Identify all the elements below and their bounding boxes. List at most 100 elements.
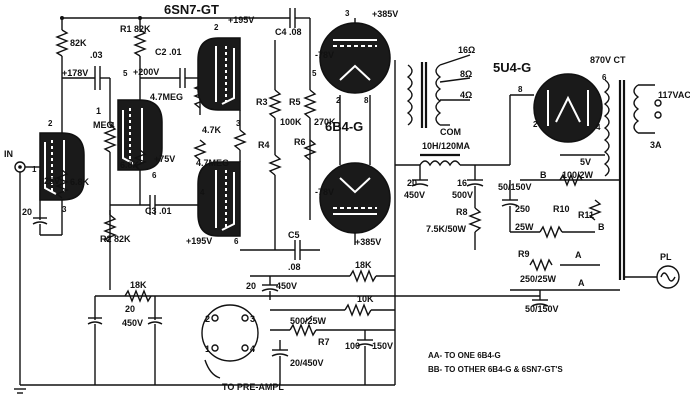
decoupling-left (87, 289, 395, 385)
label-c3: C3 .01 (145, 206, 172, 216)
label-18k-a: 18K (355, 260, 372, 270)
label-3a: 3A (650, 140, 662, 150)
output-transformer (394, 54, 471, 385)
label-117vac: 117VAC (658, 90, 690, 100)
cap-c4 (230, 8, 310, 28)
pin-8d: 8 (518, 85, 523, 94)
label-10k: 10K (357, 294, 374, 304)
pin-4: 4 (110, 121, 115, 130)
label-20-mid: 20 (246, 281, 256, 291)
pin-5c: 5 (312, 69, 317, 78)
label-choke: 10H/120MA (422, 141, 471, 151)
label-6-8k-a: 6.8K (70, 177, 90, 187)
label-6-8k-b: 6.8K (120, 160, 140, 170)
label-18k-b: 18K (130, 280, 147, 290)
choke-10h (395, 153, 510, 167)
label-com: COM (440, 127, 461, 137)
label-20-450v-b: 20/450V (290, 358, 324, 368)
label-minus78-bot: -78V (315, 187, 334, 197)
label-plus385-top: +385V (372, 9, 398, 19)
label-450v-mid: 450V (276, 281, 297, 291)
tube-6b4-upper (319, 18, 391, 94)
label-8ohm: 8Ω (460, 69, 472, 79)
label-c5-val: .08 (288, 262, 301, 272)
pin-2d: 2 (533, 120, 538, 129)
pin-5: 5 (123, 69, 128, 78)
ground-bus (14, 355, 395, 394)
pin-2c: 2 (336, 96, 341, 105)
label-20-left: 20 (125, 304, 135, 314)
label-500v: 500V (452, 190, 473, 200)
socket-pin-4: 4 (250, 344, 255, 354)
label-250: 250 (515, 204, 530, 214)
label-meg: MEG (93, 120, 114, 130)
cathode-network-v1b (133, 149, 147, 205)
label-plus195-bot: +195V (186, 236, 212, 246)
tube-v1b (117, 99, 163, 171)
label-r9: R9 (518, 249, 530, 259)
power-transformer (603, 79, 662, 280)
resistor-r6 (303, 139, 317, 220)
input-jack (14, 161, 40, 355)
pin-3c: 3 (345, 9, 350, 18)
label-r2: R2 82K (100, 234, 131, 244)
label-r3: R3 (256, 97, 268, 107)
cap-100-150v (356, 330, 374, 385)
cathode-network-v1 (32, 169, 69, 236)
resistor-r3 (268, 40, 282, 150)
label-450v-left: 450V (122, 318, 143, 328)
label-plus200: +200V (133, 67, 159, 77)
tube-6b4-lower (319, 162, 391, 245)
tube-5u4 (533, 73, 603, 143)
resistor-18k-fb (250, 269, 395, 283)
label-r4: R4 (258, 140, 270, 150)
label-a-bot: A (578, 278, 585, 288)
label-c4: C4 .08 (275, 27, 302, 37)
label-500-25w: 500/25W (290, 316, 327, 326)
pin-4b: 4 (200, 188, 205, 197)
tube-label-6sn7: 6SN7-GT (164, 2, 219, 17)
preamp-socket (201, 304, 259, 379)
resistor-r8 (468, 200, 482, 250)
label-to-preampl: TO PRE-AMPL (222, 382, 284, 392)
pin-3b: 3 (236, 119, 241, 128)
label-a-top: A (575, 250, 582, 260)
resistor-1meg (103, 78, 117, 290)
socket-pin-1: 1 (205, 344, 210, 354)
label-r8: R8 (456, 207, 468, 217)
label-plus178: +178V (62, 68, 88, 78)
pin-2: 2 (48, 119, 53, 128)
pin-6b: 6 (234, 237, 239, 246)
label-20: 20 (22, 207, 32, 217)
label-870vct: 870V CT (590, 55, 626, 65)
label-20b: 20 (407, 178, 417, 188)
label-c5: C5 (288, 230, 300, 240)
tube-v2a (197, 37, 241, 111)
socket-pin-3: 3 (250, 314, 255, 324)
filter-cap-20 (411, 165, 429, 187)
label-82k-a: 82K (70, 38, 87, 48)
pin-3: 3 (62, 205, 67, 214)
resistor-4-7k (233, 110, 247, 162)
label-150v: 150V (372, 341, 393, 351)
pin-4d: 4 (596, 123, 601, 132)
cap-03 (62, 66, 110, 90)
label-b-top: B (540, 170, 547, 180)
bias-supply (395, 173, 620, 307)
label-b-bot: B (598, 222, 605, 232)
label-pl: PL (660, 252, 672, 262)
note-aa: AA- TO ONE 6B4-G (428, 351, 501, 360)
label-100-2w: 100/2W (562, 170, 594, 180)
label-r6: R6 (294, 137, 306, 147)
label-50-150v-b: 50/150V (525, 304, 559, 314)
label-r1-82k: R1 82K (120, 24, 151, 34)
label-minus78-top: -78V (315, 50, 334, 60)
pin-6: 6 (152, 171, 157, 180)
pin-6d: 6 (602, 73, 607, 82)
pin-8c: 8 (364, 96, 369, 105)
label-4ohm: 4Ω (460, 90, 472, 100)
label-03: .03 (90, 50, 103, 60)
pilot-lamp (625, 265, 680, 289)
label-100k: 100K (280, 117, 302, 127)
